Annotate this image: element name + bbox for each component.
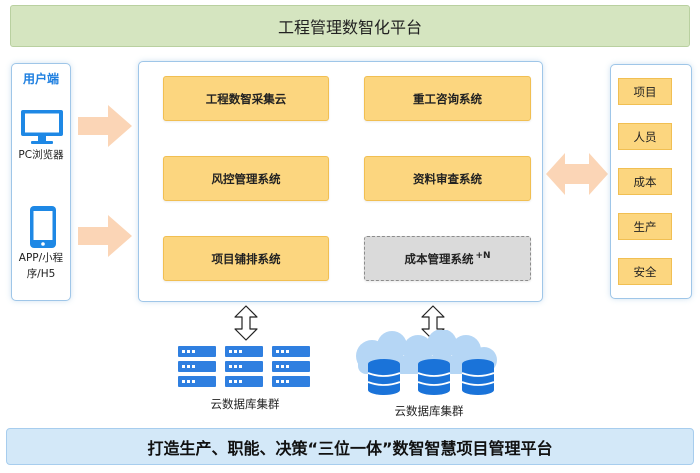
dimension-tag-production: 生产: [618, 213, 672, 240]
title-banner: 工程管理数智化平台: [10, 5, 690, 47]
module-cost-management: 成本管理系统+N: [364, 236, 531, 281]
server-cluster-label: 云数据库集群: [210, 397, 280, 411]
dimension-tag-project: 项目: [618, 78, 672, 105]
footer-slogan: 打造生产、职能、决策“三位一体”数智智慧项目管理平台: [147, 438, 553, 458]
arrow-right-icon: [78, 215, 132, 257]
dimension-tag-personnel: 人员: [618, 123, 672, 150]
tablet-icon: [30, 206, 56, 248]
footer-banner: 打造生产、职能、决策“三位一体”数智智慧项目管理平台: [6, 428, 694, 465]
cloud-cluster-label: 云数据库集群: [394, 404, 464, 418]
module-project-scheduling: 项目铺排系统: [163, 236, 329, 281]
app-miniprogram-label-line1: APP/小程: [18, 252, 64, 264]
app-miniprogram-label-line2: 序/H5: [26, 268, 56, 280]
arrow-right-icon: [78, 105, 132, 147]
platform-title: 工程管理数智化平台: [277, 18, 422, 37]
dimension-tag-cost: 成本: [618, 168, 672, 195]
module-more-suffix: +N: [475, 250, 491, 261]
module-document-review: 资料审查系统: [364, 156, 531, 201]
module-data-collection-cloud: 工程数智采集云: [163, 76, 329, 121]
vertical-double-arrow-icon: [234, 305, 258, 341]
module-risk-control: 风控管理系统: [163, 156, 329, 201]
module-heavy-industry-consulting: 重工咨询系统: [364, 76, 531, 121]
client-panel-title: 用户端: [22, 72, 59, 86]
monitor-icon: [21, 110, 63, 144]
server-rack-icon: [178, 346, 310, 387]
double-arrow-icon: [546, 153, 608, 195]
client-panel: [11, 63, 71, 301]
pc-browser-label: PC浏览器: [18, 149, 64, 161]
dimension-tag-safety: 安全: [618, 258, 672, 285]
cloud-database-icon: [356, 330, 497, 395]
